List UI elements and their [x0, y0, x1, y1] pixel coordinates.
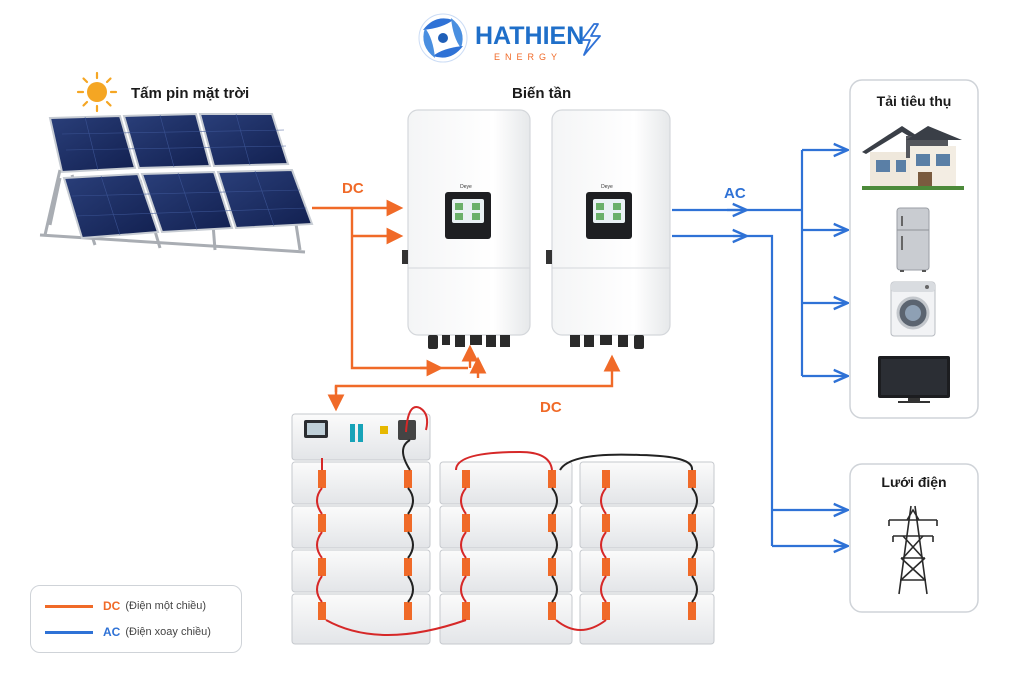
battery-rack	[291, 406, 715, 645]
logo-icon	[418, 13, 468, 63]
legend-item-ac: AC (Điện xoay chiều)	[45, 622, 211, 642]
svg-text:Deye: Deye	[601, 184, 613, 190]
ac-label: AC	[724, 185, 746, 202]
legend-swatch-dc	[45, 604, 93, 608]
inverter-unit-2: Deye	[546, 109, 671, 349]
solar-panels-label: Tấm pin mặt trời	[131, 85, 249, 102]
brand-logo: HATHIEN ENERGY	[418, 13, 601, 63]
legend-desc: (Điện một chiều)	[125, 600, 207, 612]
dc-bottom-label: DC	[540, 399, 562, 416]
solar-panel-array	[39, 112, 314, 254]
lightning-icon	[581, 23, 601, 56]
brand-name: HATHIEN	[475, 22, 584, 50]
legend: DC (Điện một chiều) AC (Điện xoay chiều)	[30, 585, 242, 653]
svg-text:Deye: Deye	[460, 184, 472, 190]
legend-code: AC	[103, 625, 121, 639]
legend-item-dc: DC (Điện một chiều)	[45, 596, 206, 616]
inverter-unit-1: Deye	[402, 109, 531, 349]
grid-card	[849, 463, 979, 613]
dc-lines	[312, 199, 621, 412]
brand-tagline: ENERGY	[494, 52, 562, 62]
inverter-label: Biến tần	[512, 85, 571, 102]
refrigerator-icon	[896, 207, 930, 272]
washing-machine-icon	[890, 281, 936, 337]
tv-icon	[878, 356, 950, 403]
house-icon	[862, 126, 964, 190]
transmission-tower-icon	[888, 505, 938, 595]
sun-icon	[76, 71, 118, 113]
grid-label: Lưới điện	[881, 474, 946, 490]
legend-code: DC	[103, 599, 121, 613]
loads-label: Tải tiêu thụ	[877, 93, 952, 109]
legend-desc: (Điện xoay chiều)	[125, 626, 211, 638]
dc-top-label: DC	[342, 180, 364, 197]
ac-lines	[672, 150, 846, 546]
legend-swatch-ac	[45, 630, 93, 634]
